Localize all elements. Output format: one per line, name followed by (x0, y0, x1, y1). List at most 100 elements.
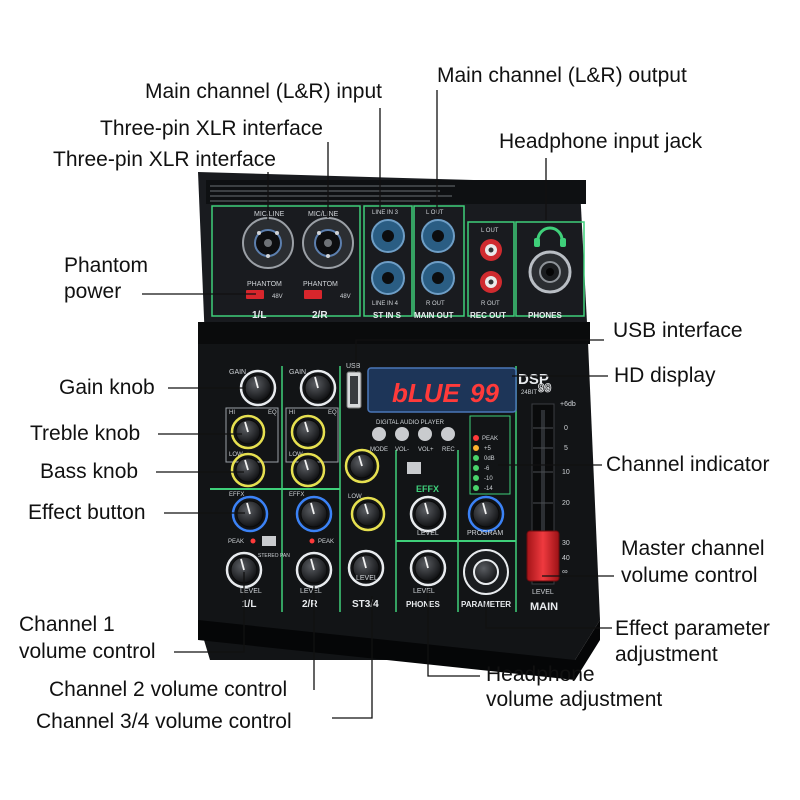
st34-volume-knob[interactable] (347, 549, 385, 587)
rec-label: REC (442, 447, 455, 453)
label-xlr-interface-1: Three-pin XLR interface (100, 117, 323, 140)
label-phantom-2: power (64, 280, 122, 303)
label-ch1-1: Channel 1 (19, 613, 115, 636)
eq-label-1: EQ (268, 410, 277, 416)
meter-label-minus14: -14 (484, 486, 493, 492)
line-in-4-jack[interactable] (371, 261, 405, 295)
label-ch1-2: volume control (19, 640, 156, 663)
pan-switch[interactable] (262, 536, 276, 546)
low-label-1: LOW (229, 452, 243, 458)
level-label-main: LEVEL (532, 589, 554, 596)
st-in-section (363, 205, 413, 317)
xlr-jack-1[interactable] (242, 217, 294, 269)
usb-label: USB (346, 363, 361, 370)
front-st34-label: ST3/4 (352, 599, 379, 610)
effx-level-knob[interactable] (409, 495, 447, 533)
label-master-2: volume control (621, 564, 758, 587)
headphone-jack[interactable] (528, 250, 572, 294)
mode-button[interactable] (372, 427, 386, 441)
peak-led-2 (309, 538, 315, 544)
rec-l-out-label: L OUT (481, 228, 499, 234)
rec-button[interactable] (441, 427, 455, 441)
label-gain-knob: Gain knob (59, 376, 155, 399)
treble-knob-2[interactable] (290, 414, 326, 450)
display-text: bLUE (392, 378, 461, 408)
st34-hi-knob[interactable] (344, 448, 380, 484)
meter-label-0db: 0dB (484, 456, 495, 462)
effx-knob-1[interactable] (231, 495, 269, 533)
rec-out-r-rca[interactable] (480, 271, 502, 293)
label-main-input: Main channel (L&R) input (145, 80, 382, 103)
led-plus5 (473, 445, 479, 451)
level-label-1: LEVEL (240, 588, 262, 595)
bass-knob-2[interactable] (290, 452, 326, 488)
rec-out-label: REC OUT (470, 311, 506, 320)
master-fader[interactable] (526, 403, 560, 585)
main-out-label: MAIN OUT (414, 311, 454, 320)
phantom-switch-2[interactable] (304, 290, 322, 299)
rec-out-l-rca[interactable] (480, 239, 502, 261)
gain-knob-1[interactable] (239, 369, 277, 407)
line-in3-label: LINE IN 3 (372, 210, 399, 216)
v48-label-1: 48V (272, 294, 283, 300)
main-out-l-jack[interactable] (421, 219, 455, 253)
vol-minus-button[interactable] (395, 427, 409, 441)
rear-panel: MIC/LINE MIC/LINE PHANTOM PHANTOM 48V 48… (211, 205, 585, 321)
led-minus10 (473, 475, 479, 481)
rec-out-section (467, 221, 515, 317)
label-usb: USB interface (613, 319, 743, 342)
label-effect-param-2: adjustment (615, 643, 718, 666)
led-minus14 (473, 485, 479, 491)
xlr-jack-2[interactable] (302, 217, 354, 269)
treble-knob-1[interactable] (230, 414, 266, 450)
effx-knob-2[interactable] (295, 495, 333, 533)
st34-low-knob[interactable] (350, 496, 386, 532)
headphone-icon (534, 226, 566, 247)
main-label: MAIN (530, 601, 558, 613)
fader-cap[interactable] (526, 530, 560, 582)
line-in4-label: LINE IN 4 (372, 301, 399, 307)
fader-tick-40: 40 (562, 555, 570, 562)
hi-label-1: HI (229, 410, 235, 416)
vol-plus-button[interactable] (418, 427, 432, 441)
fader-scale: +6db 0 5 10 20 30 40 ∞ (560, 401, 576, 576)
peak-led-1 (250, 538, 256, 544)
level-label-3: LEVEL (356, 575, 378, 582)
phantom-label-1: PHANTOM (247, 281, 282, 288)
led-minus6 (473, 465, 479, 471)
program-knob[interactable] (467, 495, 505, 533)
main-r-out-label: R OUT (426, 301, 445, 307)
bit-label: 24BIT (521, 390, 537, 396)
phones-volume-knob[interactable] (409, 549, 447, 587)
front-ch1-label: 1/L (242, 599, 256, 610)
meter-label-peak: PEAK (482, 436, 498, 442)
label-ch34: Channel 3/4 volume control (36, 710, 292, 733)
dsp-logo: DSP (518, 371, 549, 388)
gain-knob-2[interactable] (299, 369, 337, 407)
low-label-3: LOW (348, 494, 362, 500)
label-ch2: Channel 2 volume control (49, 678, 288, 701)
low-label-2: LOW (289, 452, 303, 458)
digital-player-label: DIGITAL AUDIO PLAYER (376, 420, 445, 426)
led-peak (473, 435, 479, 441)
label-bass-knob: Bass knob (40, 460, 139, 483)
mic-line-label-1: MIC/LINE (254, 211, 285, 218)
leader-lines (142, 90, 614, 719)
st34-switch[interactable] (407, 462, 421, 474)
level-label-phones: LEVEL (413, 588, 435, 595)
label-master-1: Master channel (621, 537, 765, 560)
main-out-r-jack[interactable] (421, 261, 455, 295)
parameter-encoder[interactable] (463, 549, 509, 595)
label-headphone-jack: Headphone input jack (499, 130, 703, 153)
fader-tick-30: 30 (562, 540, 570, 547)
front-panel: USB bLUE 99 DSP 24BIT 99 DIGITAL AUDIO P… (210, 363, 576, 613)
display-number: 99 (470, 378, 499, 408)
level-label-effx: LEVEL (417, 530, 439, 537)
gain-label-2: GAIN (289, 369, 306, 376)
volume-knob-2[interactable] (295, 551, 333, 589)
label-phantom-1: Phantom (64, 254, 149, 277)
bass-knob-1[interactable] (230, 452, 266, 488)
line-in-3-jack[interactable] (371, 219, 405, 253)
phantom-label-2: PHANTOM (303, 281, 338, 288)
